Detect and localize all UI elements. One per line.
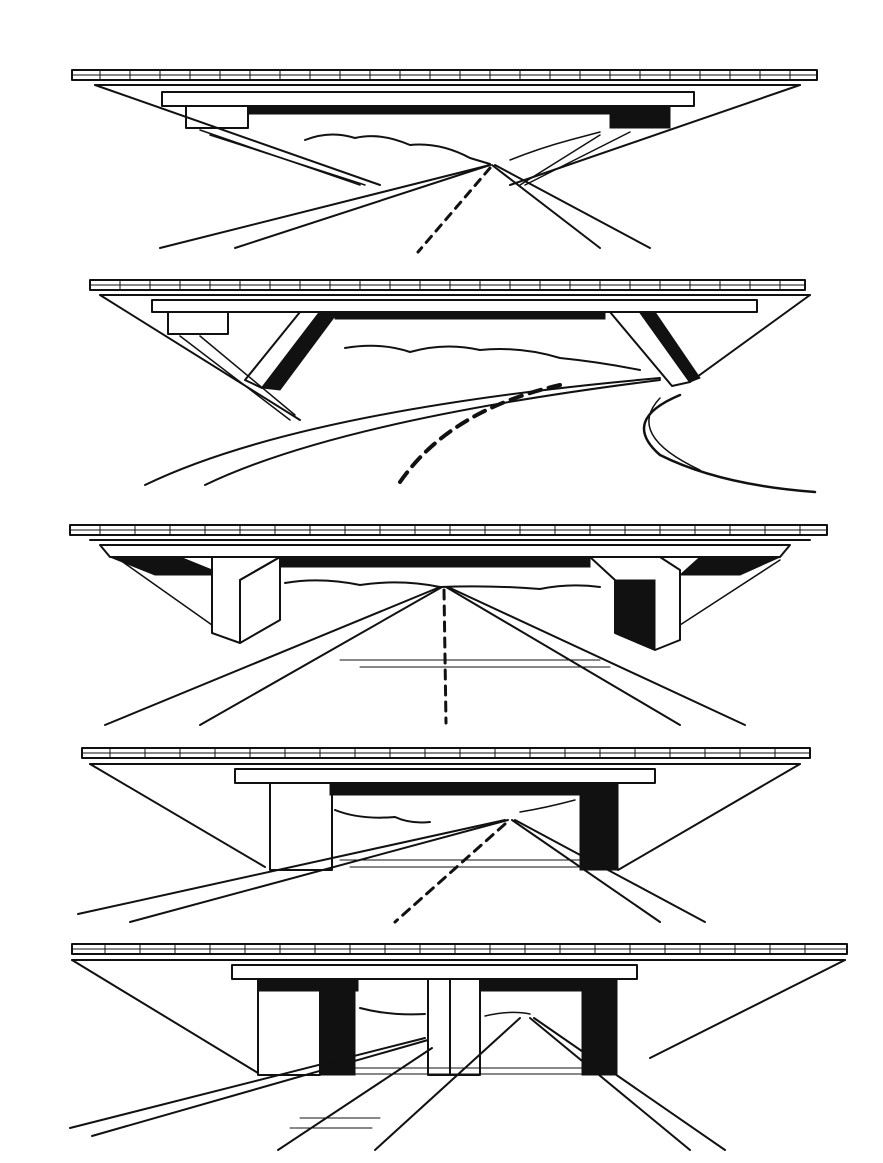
panel-3-rigid-frame <box>0 515 883 730</box>
panel-2-drawing <box>89 279 817 494</box>
panel-1-single-span-overpass <box>0 60 883 260</box>
panel-5-drawing <box>69 943 848 1151</box>
panel-4-drawing <box>77 747 811 924</box>
panel-2-inclined-leg-frame <box>0 270 883 500</box>
panel-3-drawing <box>69 524 828 726</box>
panel-4-wall-abutment-overpass <box>0 742 883 932</box>
panel-5-two-span-center-pier <box>0 938 883 1158</box>
panel-1-drawing <box>71 69 818 254</box>
